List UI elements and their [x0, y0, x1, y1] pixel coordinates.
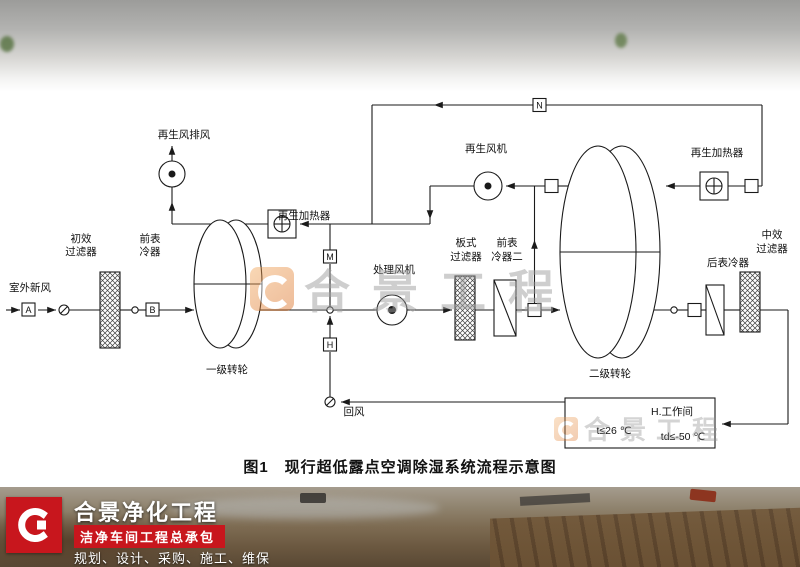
after-cooler — [705, 284, 725, 336]
regen-heater-left — [267, 209, 297, 239]
rotary-wheel-2 — [559, 145, 661, 359]
company-logo-icon — [18, 508, 48, 542]
label-regen-fan: 再生风机 — [465, 142, 507, 155]
photo-debris-red — [689, 488, 717, 503]
label-outdoor-air: 室外新风 — [9, 281, 51, 294]
tree-speck-left — [0, 36, 14, 52]
label-regen-heater-right: 再生加热器 — [691, 146, 744, 159]
tag-h: H — [327, 340, 334, 350]
label-temp-room: t≤26 ℃ — [596, 425, 631, 437]
system-flow-diagram: A B M H N 室外新风 初效 过滤器 前表 冷器 再生风排风 再生加热器 — [6, 97, 789, 449]
label-regen-exhaust: 再生风排风 — [158, 128, 211, 141]
label-pre-cooler2-1: 前表 — [497, 236, 518, 249]
label-workroom: H.工作间 — [651, 405, 693, 418]
damper-box-mid — [527, 302, 542, 318]
label-pre-cooler2-2: 冷器二 — [491, 250, 523, 263]
tag-box-A: A — [21, 302, 36, 317]
label-pre-cooler-1: 前表 — [140, 232, 161, 245]
tag-box-M: M — [322, 249, 338, 264]
sensor-dot-3 — [670, 306, 678, 314]
regen-exhaust-fan — [158, 160, 186, 188]
label-medium-filter-2: 过滤器 — [756, 242, 788, 255]
label-return-air: 回风 — [344, 406, 365, 418]
label-primary-filter-2: 过滤器 — [65, 245, 97, 258]
flow-lines — [6, 101, 789, 428]
tag-m: M — [326, 252, 334, 262]
label-medium-filter-1: 中效 — [762, 228, 783, 241]
tag-b: B — [149, 305, 155, 315]
photo-debris-dark — [519, 493, 591, 506]
footer-banner: 合景净化工程 洁净车间工程总承包 规划、设计、采购、施工、维保 — [0, 487, 800, 567]
label-plate-filter-1: 板式 — [456, 236, 477, 249]
damper-box-right — [687, 302, 702, 318]
tree-speck-right — [615, 33, 627, 48]
label-process-fan: 处理风机 — [373, 263, 415, 276]
figure-caption: 图1 现行超低露点空调除湿系统流程示意图 — [243, 459, 557, 476]
pre-cooler-2 — [493, 279, 517, 337]
tag-n: N — [536, 101, 543, 111]
sensor-dot-1 — [131, 306, 139, 314]
regen-heater-right — [699, 171, 729, 201]
label-wheel2: 二级转轮 — [589, 367, 631, 380]
label-regen-heater-left: 再生加热器 — [278, 209, 331, 222]
primary-filter — [99, 271, 121, 349]
label-plate-filter-2: 过滤器 — [450, 250, 482, 263]
medium-filter — [739, 271, 761, 333]
damper-box-regen2 — [544, 178, 559, 194]
tag-box-B: B — [145, 302, 160, 317]
workroom-box — [564, 397, 716, 449]
tag-a: A — [25, 305, 31, 315]
photo-puddle — [170, 497, 440, 519]
sensor-dot-2 — [326, 306, 334, 314]
plate-filter — [454, 275, 476, 341]
label-primary-filter-1: 初效 — [71, 232, 92, 245]
label-pre-cooler-2: 冷器 — [140, 245, 161, 258]
tag-box-H: H — [322, 337, 338, 352]
photo-top-strip — [0, 0, 800, 92]
tag-box-N: N — [532, 97, 547, 113]
company-logo — [6, 497, 62, 553]
photo-wood-planks — [490, 507, 800, 567]
company-name: 合景净化工程 — [74, 500, 219, 525]
company-services: 规划、设计、采购、施工、维保 — [74, 551, 271, 566]
regen-fan — [473, 171, 503, 201]
damper-valve-return — [324, 396, 336, 408]
damper-box-heater2 — [744, 178, 759, 194]
label-after-cooler: 后表冷器 — [707, 256, 749, 269]
process-fan — [376, 294, 408, 326]
label-wheel1: 一级转轮 — [206, 363, 248, 376]
label-temp-dewpoint: td≤-50 ℃ — [661, 431, 706, 443]
photo-debris-dark-2 — [300, 493, 326, 503]
rotary-wheel-1 — [193, 219, 263, 349]
damper-valve-1 — [58, 304, 70, 316]
company-subtitle: 洁净车间工程总承包 — [74, 525, 226, 548]
